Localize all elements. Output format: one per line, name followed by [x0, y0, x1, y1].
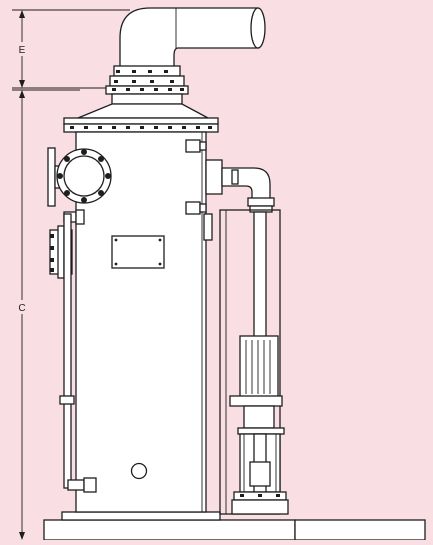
level-gauge — [49, 209, 97, 493]
top-nozzle-bolts — [112, 88, 184, 91]
top-cover-bolts — [70, 126, 212, 129]
level-gauge-clamp — [59, 395, 75, 405]
pump-motor-flange — [229, 395, 283, 407]
tank-base-plinth — [43, 519, 296, 541]
suction-flange-upper — [247, 197, 275, 207]
side-nozzles — [185, 139, 223, 241]
pump-base-plinth — [294, 519, 426, 541]
pump-motor-fins — [245, 340, 271, 394]
lower-side-nozzle-flange — [199, 203, 207, 213]
base-plinth — [43, 511, 426, 541]
tank-base-ring — [61, 511, 221, 521]
level-gauge-bottom-connection — [67, 479, 85, 491]
pump-coupling-housing — [243, 405, 275, 429]
suction-elbow-coupling — [231, 169, 239, 185]
top-cover-assembly — [63, 85, 219, 133]
manhole-cover — [63, 155, 105, 197]
side-drain-stub — [203, 213, 213, 241]
nameplate — [111, 235, 165, 269]
dimension-e-label-bg — [17, 42, 27, 56]
top-nozzle-neck — [111, 93, 183, 105]
upper-side-nozzle — [185, 139, 201, 153]
dimension-c-arrow-bottom — [19, 532, 25, 540]
nameplate-rivets — [114, 238, 162, 266]
level-gauge-bottom-valve — [83, 477, 97, 493]
dimension-e: E — [12, 9, 130, 89]
dimension-c-arrow-top — [19, 90, 25, 98]
vertical-pump — [229, 335, 289, 515]
level-gauge-top-valve — [75, 209, 85, 225]
drain-port — [130, 462, 148, 480]
inspection-manhole — [47, 147, 112, 207]
dimension-c-label: C — [18, 303, 25, 314]
dimension-e-arrow-top — [19, 10, 25, 18]
pump-bowl — [249, 461, 271, 487]
suction-elbow — [221, 167, 271, 201]
lower-side-nozzle — [185, 201, 201, 215]
top-cover-flange-upper — [63, 117, 219, 125]
elbow-pipe-body — [119, 7, 259, 69]
top-nozzle-flange — [105, 85, 189, 95]
dimension-c: C — [12, 89, 80, 540]
pump-upper-bracket — [237, 427, 285, 435]
top-dome — [77, 103, 209, 119]
suction-riser — [253, 211, 267, 341]
suction-flange-lower — [249, 205, 273, 213]
level-gauge-center-pipe — [57, 225, 65, 279]
pump-foot — [231, 499, 289, 515]
manhole-bolts — [57, 149, 111, 203]
side-inlet-body — [205, 159, 223, 195]
dimension-c-label-bg — [17, 300, 27, 314]
discharge-elbow-pipe — [109, 7, 266, 87]
pipe-open-end — [250, 7, 266, 49]
upper-side-nozzle-flange — [199, 141, 207, 151]
manhole-hinge-bar — [47, 147, 56, 207]
dimension-e-label: E — [19, 45, 26, 56]
pump-base-bolts — [240, 494, 280, 497]
level-gauge-tube — [63, 213, 72, 489]
dimension-e-arrow-bottom — [19, 80, 25, 88]
elbow-flange-bolts — [114, 70, 174, 83]
elbow-flange-upper — [113, 65, 181, 77]
